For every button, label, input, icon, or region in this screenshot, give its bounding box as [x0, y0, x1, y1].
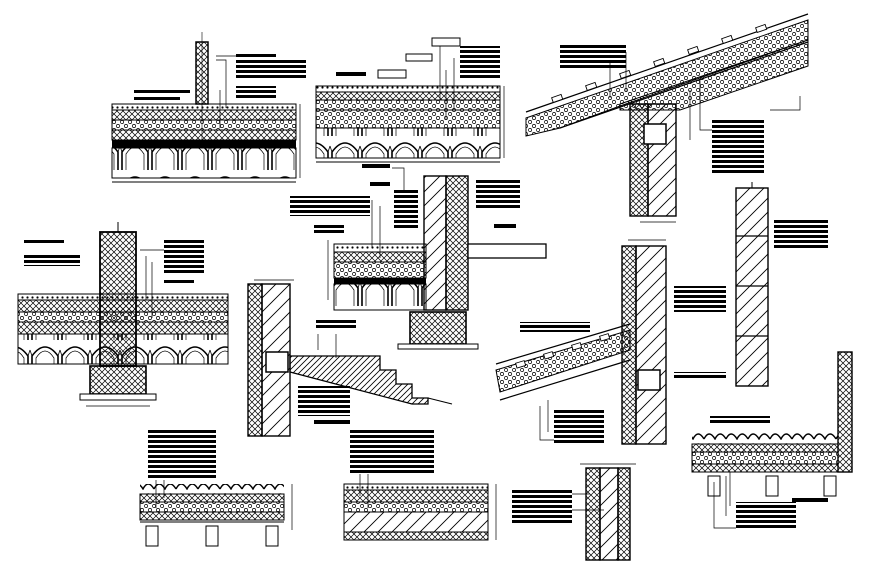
arched-slab-top-center: [315, 37, 505, 163]
wall-with-sloped-roof-right: [495, 239, 726, 445]
wall-on-arched-slab-top-left: [111, 32, 306, 183]
layered-floor-bottom-center: [343, 428, 497, 541]
column-on-arched-slab-left: [17, 222, 229, 407]
wall-with-stair-center-left: [247, 279, 453, 437]
sloped-roof-on-wall-top-right: [525, 13, 809, 223]
plain-wall-right: [735, 182, 828, 387]
parapet-on-tiled-roof-bottom-right: [691, 351, 853, 529]
wall-section-bottom: [512, 463, 636, 561]
slab-to-wall-junction-center: [290, 164, 547, 350]
tiled-roof-on-joists-bottom-left: [139, 430, 293, 547]
